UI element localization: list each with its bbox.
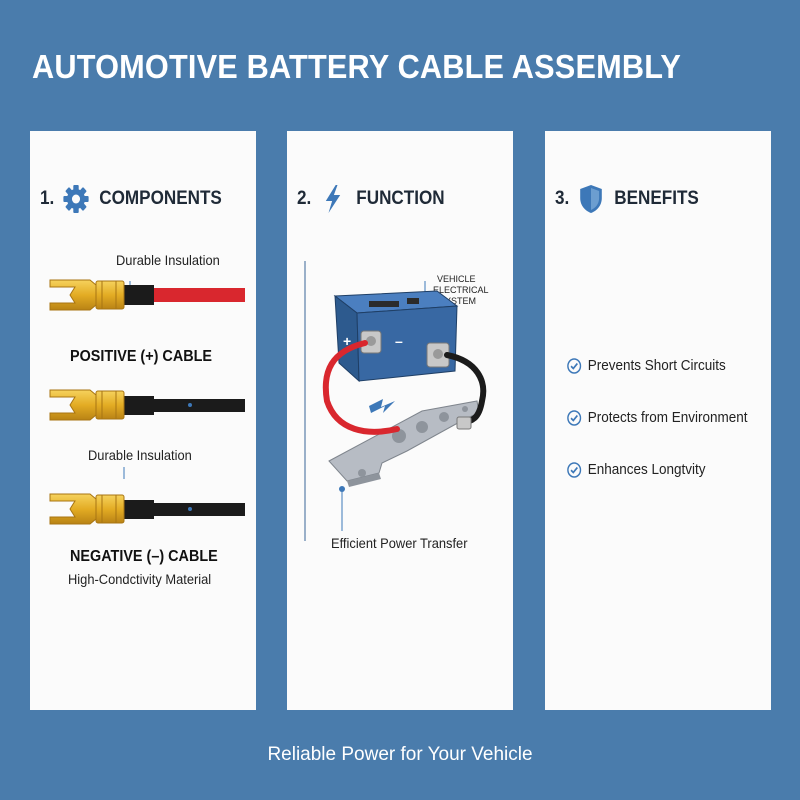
benefits-heading: BENEFITS xyxy=(614,188,699,209)
battery-minus-sign: – xyxy=(395,333,403,349)
function-number: 2. xyxy=(297,188,312,209)
components-panel: 1. COMPONENTS Durable Insulation xyxy=(30,131,256,710)
function-caption: Efficient Power Transfer xyxy=(331,535,468,551)
middle-cable-image xyxy=(49,389,245,421)
battery-plus-sign: + xyxy=(343,333,351,349)
check-icon xyxy=(567,461,582,478)
benefits-panel: 3. BENEFITS Prevents Short Circuits Prot… xyxy=(545,131,771,710)
function-panel: 2. FUNCTION VEHICLE ELECTRICAL SYSTEM xyxy=(287,131,513,710)
callout-line1: VEHICLE xyxy=(437,274,476,284)
battery-image: + – xyxy=(333,290,459,383)
positive-cable-label: POSITIVE (+) CABLE xyxy=(70,348,213,365)
function-heading: FUNCTION xyxy=(356,188,445,209)
components-heading: COMPONENTS xyxy=(99,188,222,209)
footer-tagline: Reliable Power for Your Vehicle xyxy=(267,744,533,765)
insulation-label-mid: Durable Insulation xyxy=(88,447,192,463)
function-header: 2. FUNCTION xyxy=(297,183,445,215)
benefit-item: Protects from Environment xyxy=(567,409,748,426)
benefits-header: 3. BENEFITS xyxy=(555,183,699,215)
check-icon xyxy=(567,409,582,426)
battery-system-illustration: VEHICLE ELECTRICAL SYSTEM + – xyxy=(304,261,489,541)
mounting-bracket xyxy=(328,400,480,531)
shield-icon xyxy=(576,183,605,215)
gear-icon xyxy=(61,183,90,215)
lightning-icon xyxy=(318,183,347,215)
negative-cable-label: NEGATIVE (–) CABLE xyxy=(70,548,218,565)
benefit-label: Prevents Short Circuits xyxy=(587,357,726,374)
benefits-number: 3. xyxy=(555,188,570,209)
page-title: AUTOMOTIVE BATTERY CABLE ASSEMBLY xyxy=(32,48,681,85)
cable-illustrations xyxy=(49,279,245,525)
black-cable-terminal xyxy=(456,416,472,430)
check-icon xyxy=(567,357,582,374)
callout-line3: SYSTEM xyxy=(439,296,476,306)
components-number: 1. xyxy=(40,188,55,209)
callout-line2: ELECTRICAL xyxy=(433,285,489,295)
benefit-label: Protects from Environment xyxy=(587,409,748,426)
positive-cable-image xyxy=(49,279,245,311)
spark-icon xyxy=(369,399,395,413)
insulation-label-top: Durable Insulation xyxy=(116,252,220,268)
red-cable-path xyxy=(322,340,400,435)
components-header: 1. COMPONENTS xyxy=(40,183,222,215)
benefit-item: Prevents Short Circuits xyxy=(567,357,726,374)
material-label: High-Condctivity Material xyxy=(68,571,212,587)
benefit-label: Enhances Longtvity xyxy=(587,461,706,478)
benefit-item: Enhances Longtvity xyxy=(567,461,706,478)
negative-cable-image xyxy=(49,467,245,525)
